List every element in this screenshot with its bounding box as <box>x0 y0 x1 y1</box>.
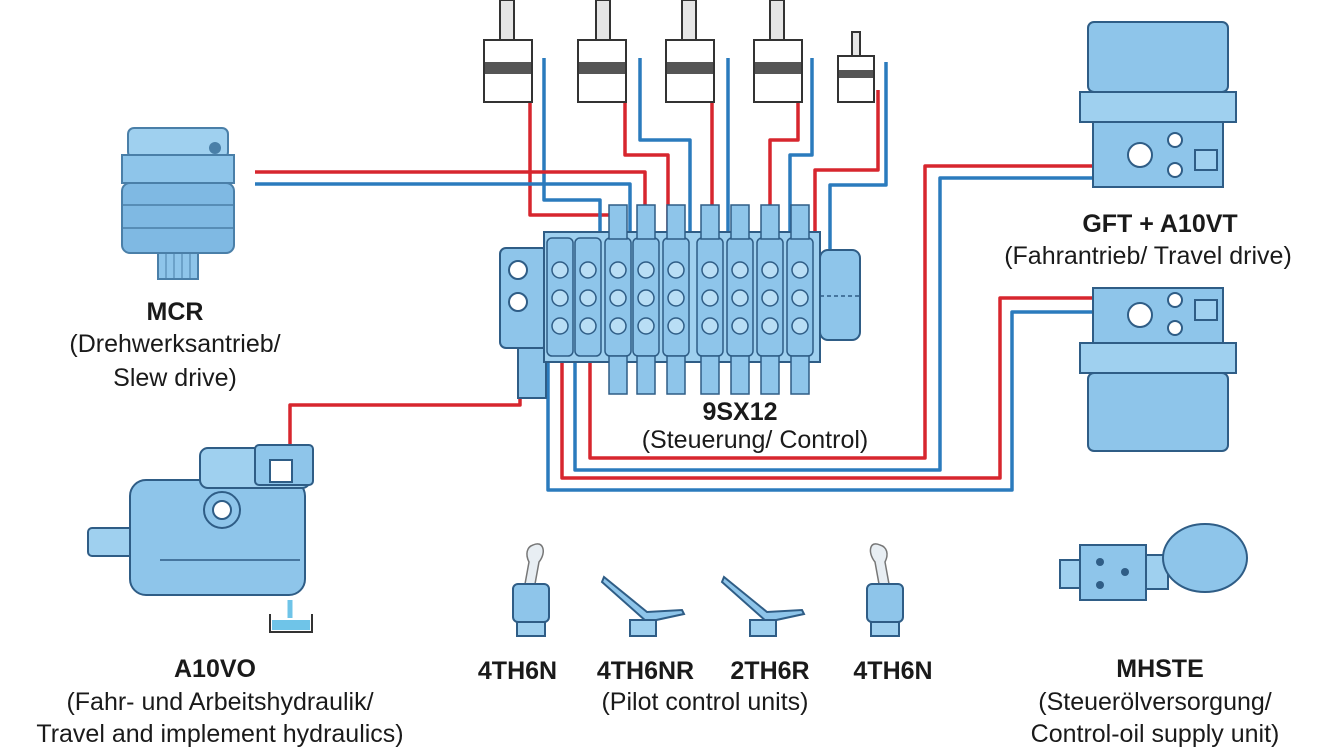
control-valve-block <box>499 204 861 399</box>
control-valve-desc: (Steuerung/ Control) <box>641 426 869 454</box>
pilot-unit-1-name: 4TH6N <box>477 657 558 685</box>
slew-drive-name: MCR <box>146 298 204 326</box>
line-travel-top-blue <box>573 176 1093 472</box>
valve-section-7 <box>726 204 754 395</box>
travel-drive-bottom <box>1079 287 1237 452</box>
travel-drive-name: GFT + A10VT <box>1082 210 1238 238</box>
line-cylinder-4-pressure <box>768 95 800 258</box>
pedal-2 <box>720 575 806 637</box>
supply-unit-name: MHSTE <box>1116 655 1204 683</box>
supply-unit-desc-2: Control-oil supply unit) <box>1030 720 1280 748</box>
line-pump-pressure <box>288 320 522 455</box>
line-cylinder-2-return <box>638 58 692 258</box>
pilot-units-desc: (Pilot control units) <box>601 688 809 716</box>
cylinder-1 <box>483 0 533 103</box>
line-cylinder-5-pressure <box>813 90 880 258</box>
pump-name: A10VO <box>174 655 256 683</box>
control-oil-supply-unit <box>1059 523 1248 601</box>
valve-section-4 <box>632 204 660 395</box>
pump-desc-2: Travel and implement hydraulics) <box>36 720 404 748</box>
line-cylinder-4-return <box>788 58 814 258</box>
valve-section-1 <box>546 237 574 357</box>
joystick-2 <box>866 543 904 637</box>
control-valve-name: 9SX12 <box>702 398 778 426</box>
valve-section-9 <box>786 204 814 395</box>
axial-piston-pump <box>87 444 314 618</box>
travel-drive-top <box>1079 21 1237 188</box>
line-cylinder-5-return <box>828 62 888 258</box>
line-travel-bottom-blue <box>546 310 1093 492</box>
line-travel-bottom-red <box>560 296 1093 480</box>
slew-drive-motor <box>121 127 235 280</box>
cylinder-5-small <box>837 31 875 103</box>
slew-drive-desc-1: (Drehwerksantrieb/ <box>69 330 281 358</box>
line-cylinder-1-return <box>542 58 602 258</box>
travel-drive-desc: (Fahrantrieb/ Travel drive) <box>1004 242 1292 270</box>
cylinder-2 <box>577 0 627 103</box>
supply-unit-desc-1: (Steuerölversorgung/ <box>1038 688 1272 716</box>
cylinder-4 <box>753 0 803 103</box>
valve-section-5 <box>662 204 690 395</box>
pilot-unit-2-name: 4TH6NR <box>596 657 695 685</box>
valve-section-6 <box>696 204 724 395</box>
pedal-1 <box>600 575 686 637</box>
joystick-1 <box>512 543 550 637</box>
tank-symbol <box>269 614 313 633</box>
valve-section-3 <box>604 204 632 395</box>
pilot-unit-3-name: 2TH6R <box>730 657 810 685</box>
slew-drive-desc-2: Slew drive) <box>113 364 237 392</box>
line-travel-top-red <box>588 164 1093 460</box>
valve-sections <box>546 204 814 395</box>
valve-section-2 <box>574 237 602 357</box>
valve-section-8 <box>756 204 784 395</box>
pilot-unit-4-name: 4TH6N <box>853 657 933 685</box>
cylinder-3 <box>665 0 715 103</box>
pump-desc-1: (Fahr- und Arbeitshydraulik/ <box>66 688 374 716</box>
